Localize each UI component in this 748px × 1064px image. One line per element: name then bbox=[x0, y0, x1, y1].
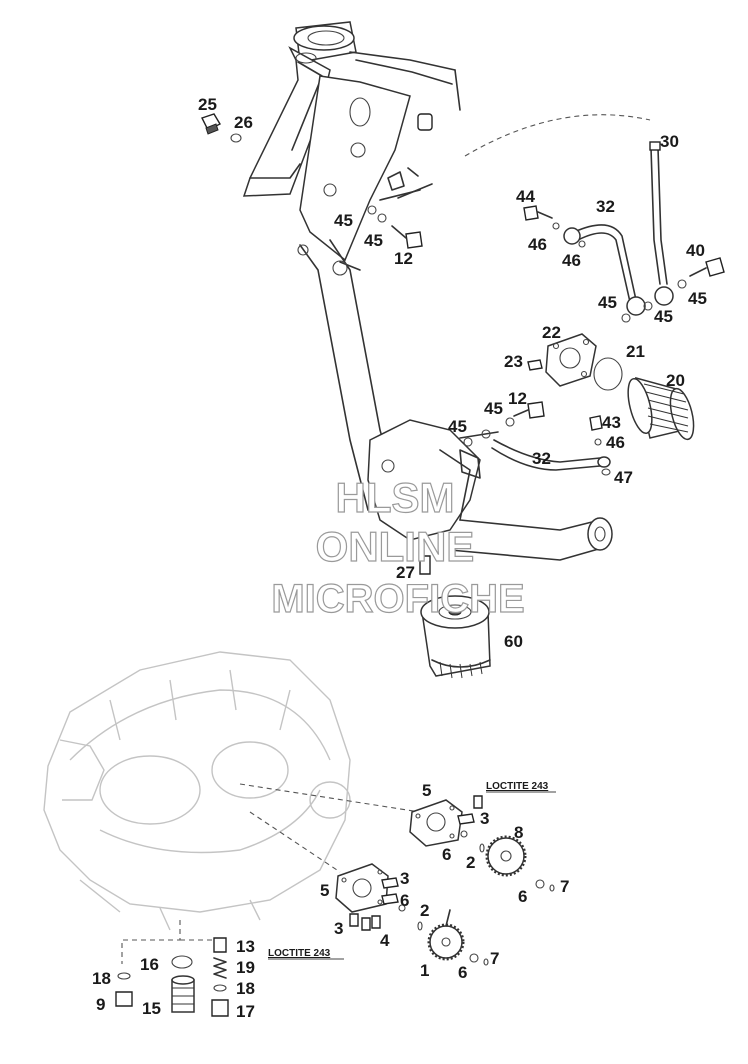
callout-30: 30 bbox=[660, 132, 679, 151]
callout-45-g: 45 bbox=[484, 399, 503, 418]
callout-45-c: 45 bbox=[598, 293, 617, 312]
callout-6-a: 6 bbox=[442, 845, 451, 864]
callout-12-upper: 12 bbox=[394, 249, 413, 268]
watermark-line-1: HLSM bbox=[336, 474, 455, 521]
callout-18-left: 18 bbox=[92, 969, 111, 988]
callout-20: 20 bbox=[666, 371, 685, 390]
callout-45-b: 45 bbox=[364, 231, 383, 250]
callout-6-c: 6 bbox=[400, 891, 409, 910]
callout-46-a: 46 bbox=[528, 235, 547, 254]
callout-4: 4 bbox=[380, 931, 390, 950]
callout-32-upper: 32 bbox=[596, 197, 615, 216]
callout-3-b: 3 bbox=[400, 869, 409, 888]
watermark: HLSM ONLINE MICROFICHE bbox=[271, 473, 526, 621]
callout-9: 9 bbox=[96, 995, 105, 1014]
callout-8: 8 bbox=[514, 823, 523, 842]
callout-22: 22 bbox=[542, 323, 561, 342]
callout-46-c: 46 bbox=[606, 433, 625, 452]
oil-line-30 bbox=[464, 114, 668, 285]
strainer-bypass-parts bbox=[115, 937, 229, 1017]
filter-cover-22 bbox=[545, 333, 623, 391]
callout-15: 15 bbox=[142, 999, 161, 1018]
callout-16: 16 bbox=[140, 955, 159, 974]
callout-7-b: 7 bbox=[490, 949, 499, 968]
callout-3-c: 3 bbox=[334, 919, 343, 938]
callout-19: 19 bbox=[236, 958, 255, 977]
callout-45-a: 45 bbox=[334, 211, 353, 230]
callout-2-b: 2 bbox=[420, 901, 429, 920]
watermark-line-3: MICROFICHE bbox=[271, 577, 524, 621]
oil-filter-60 bbox=[420, 595, 491, 679]
callout-5-upper: 5 bbox=[422, 781, 431, 800]
callout-40: 40 bbox=[686, 241, 705, 260]
watermark-line-2: ONLINE bbox=[316, 523, 475, 570]
callout-12-lower: 12 bbox=[508, 389, 527, 408]
oil-pump-5-lower bbox=[335, 863, 489, 966]
callout-43: 43 bbox=[602, 413, 621, 432]
hardware-bolts-washers bbox=[201, 113, 725, 575]
callout-27: 27 bbox=[396, 563, 415, 582]
callout-2-a: 2 bbox=[466, 853, 475, 872]
callout-1: 1 bbox=[420, 961, 429, 980]
callout-7-a: 7 bbox=[560, 877, 569, 896]
assembly-leaders bbox=[121, 783, 421, 964]
callout-6-d: 6 bbox=[458, 963, 467, 982]
callout-3-a: 3 bbox=[480, 809, 489, 828]
callout-25: 25 bbox=[198, 95, 217, 114]
loctite-note-top: LOCTITE 243 bbox=[486, 781, 549, 792]
callout-44: 44 bbox=[516, 187, 535, 206]
callout-13: 13 bbox=[236, 937, 255, 956]
callout-45-e: 45 bbox=[688, 289, 707, 308]
engine-case-outline bbox=[43, 651, 351, 931]
oil-line-32-upper bbox=[563, 224, 674, 316]
loctite-note-bottom: LOCTITE 243 bbox=[268, 948, 331, 959]
callout-60: 60 bbox=[504, 632, 523, 651]
callout-23: 23 bbox=[504, 352, 523, 371]
oil-line-32-lower bbox=[459, 431, 611, 471]
callout-46-b: 46 bbox=[562, 251, 581, 270]
callout-21: 21 bbox=[626, 342, 645, 361]
oil-pump-5-upper bbox=[409, 795, 555, 892]
callouts: 25 26 30 44 32 46 46 40 45 45 45 45 45 1… bbox=[92, 95, 707, 1021]
callout-26: 26 bbox=[234, 113, 253, 132]
callout-6-b: 6 bbox=[518, 887, 527, 906]
oil-filter-20 bbox=[627, 376, 695, 441]
callout-45-f: 45 bbox=[448, 417, 467, 436]
callout-5-lower: 5 bbox=[320, 881, 329, 900]
callout-45-d: 45 bbox=[654, 307, 673, 326]
callout-18-right: 18 bbox=[236, 979, 255, 998]
callout-17: 17 bbox=[236, 1002, 255, 1021]
callout-32-lower: 32 bbox=[532, 449, 551, 468]
frame-drawing bbox=[242, 21, 613, 561]
callout-47: 47 bbox=[614, 468, 633, 487]
